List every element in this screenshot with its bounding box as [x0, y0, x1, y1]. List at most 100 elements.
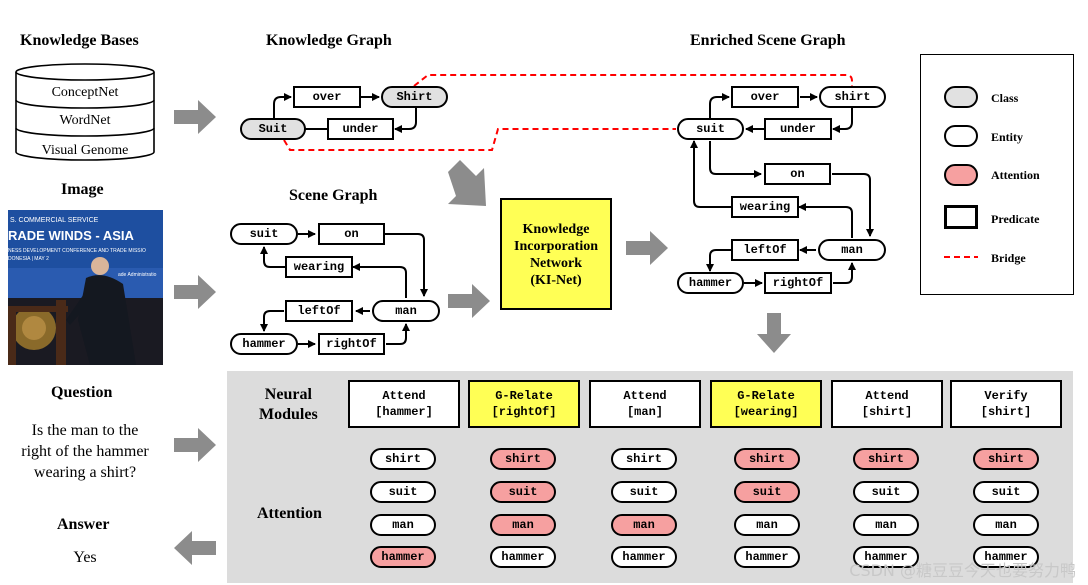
image-to-sg-arrow [174, 275, 216, 309]
attention-hammer-node: hammer [490, 546, 556, 568]
module-relate-box: G-Relate [rightOf] [468, 380, 580, 428]
sg-edges [260, 230, 428, 348]
knowledge-base-stack [15, 63, 155, 161]
esg-under-predicate: under [764, 118, 832, 140]
esg-man-node: man [818, 239, 886, 261]
module-name: G-Relate [737, 389, 795, 403]
attention-shirt-node: shirt [370, 448, 436, 470]
kinet-to-esg-arrow [626, 231, 668, 265]
module-name: Attend [865, 389, 909, 403]
esg-wearing-predicate: wearing [731, 196, 799, 218]
module-argument: [wearing] [733, 405, 799, 419]
neural-modules-line: Modules [259, 406, 318, 423]
esg-over-predicate: over [731, 86, 799, 108]
sg-wearing-predicate: wearing [285, 256, 353, 278]
esg-rightof-predicate: rightOf [764, 272, 832, 294]
attention-man-node: man [370, 514, 436, 536]
attention-shirt-node: shirt [853, 448, 919, 470]
neural-modules-line: Neural [264, 386, 312, 403]
attention-suit-node: suit [734, 481, 800, 503]
module-name: Attend [382, 389, 426, 403]
kb-wordnet: WordNet [59, 113, 111, 128]
attention-hammer-node: hammer [370, 546, 436, 568]
legend-predicate-swatch [944, 205, 978, 229]
question-line: wearing a shirt? [33, 464, 137, 481]
attention-shirt-node: shirt [973, 448, 1039, 470]
attention-heading: Attention [257, 505, 322, 522]
ki-net-box: Knowledge Incorporation Network (KI-Net) [500, 198, 612, 310]
sg-suit-node: suit [230, 223, 298, 245]
module-verify-box: Verify [shirt] [950, 380, 1062, 428]
sg-hammer-node: hammer [230, 333, 298, 355]
attention-hammer-node: hammer [611, 546, 677, 568]
module-attend-box: Attend [hammer] [348, 380, 460, 428]
knowledge-graph-heading: Knowledge Graph [266, 32, 392, 49]
watermark: CSDN @糖豆豆今天也要努力鸭 [849, 561, 1076, 580]
attention-hammer-node: hammer [734, 546, 800, 568]
image-heading: Image [61, 181, 104, 198]
question-to-panel-arrow [174, 428, 216, 462]
module-argument: [shirt] [980, 405, 1032, 419]
legend: Class Entity Attention Predicate Bridge [920, 54, 1074, 295]
banner-line5: ade Administratio [118, 272, 157, 278]
module-argument: [man] [626, 405, 663, 419]
attention-man-node: man [973, 514, 1039, 536]
kg-to-kinet-arrow [448, 160, 486, 206]
legend-class-label: Class [991, 91, 1019, 105]
esg-on-predicate: on [764, 163, 831, 185]
sg-rightof-predicate: rightOf [318, 333, 385, 355]
knowledge-bases-heading: Knowledge Bases [20, 32, 139, 49]
esg-leftof-predicate: leftOf [731, 239, 799, 261]
banner-line1: S. COMMERCIAL SERVICE [10, 217, 99, 224]
esg-to-panel-arrow [757, 313, 791, 353]
enriched-scene-graph-heading: Enriched Scene Graph [690, 32, 846, 49]
question-text: Is the man to the right of the hammer we… [5, 420, 165, 483]
module-name: G-Relate [495, 389, 553, 403]
question-line: Is the man to the [31, 422, 139, 439]
sg-on-predicate: on [318, 223, 385, 245]
attention-hammer-node: hammer [973, 546, 1039, 568]
esg-shirt-node: shirt [819, 86, 886, 108]
module-name: Attend [623, 389, 667, 403]
ki-net-line: (KI-Net) [530, 273, 582, 288]
legend-bridge-label: Bridge [991, 251, 1026, 265]
kg-shirt-node: Shirt [381, 86, 448, 108]
neural-modules-heading: Neural Modules [259, 385, 318, 425]
sg-to-kinet-arrow [448, 284, 490, 318]
ki-net-line: Incorporation [514, 239, 598, 254]
legend-bridge-swatch [944, 256, 978, 258]
bridge-line [283, 128, 676, 151]
module-argument: [shirt] [861, 405, 913, 419]
attention-man-node: man [490, 514, 556, 536]
legend-attention-swatch [944, 164, 978, 186]
attention-suit-node: suit [370, 481, 436, 503]
kb-visual-genome: Visual Genome [41, 143, 129, 158]
module-name: Verify [984, 389, 1028, 403]
kb-conceptnet: ConceptNet [51, 85, 119, 100]
legend-class-swatch [944, 86, 978, 108]
answer-heading: Answer [57, 516, 110, 533]
legend-entity-swatch [944, 125, 978, 147]
bridge-line [413, 74, 853, 87]
banner-line2: RADE WINDS - ASIA [8, 228, 135, 243]
module-argument: [rightOf] [491, 405, 557, 419]
ki-net-line: Knowledge [522, 222, 590, 237]
answer-text: Yes [73, 549, 97, 566]
legend-predicate-label: Predicate [991, 212, 1040, 226]
question-line: right of the hammer [21, 443, 149, 460]
kg-over-predicate: over [293, 86, 361, 108]
attention-suit-node: suit [611, 481, 677, 503]
sg-man-node: man [372, 300, 440, 322]
scene-graph-heading: Scene Graph [289, 187, 378, 204]
attention-shirt-node: shirt [490, 448, 556, 470]
attention-shirt-node: shirt [734, 448, 800, 470]
module-argument: [hammer] [375, 405, 433, 419]
legend-entity-label: Entity [991, 130, 1024, 144]
attention-suit-node: suit [490, 481, 556, 503]
esg-suit-node: suit [677, 118, 744, 140]
kb-to-kg-arrow [174, 100, 216, 134]
attention-man-node: man [734, 514, 800, 536]
attention-suit-node: suit [973, 481, 1039, 503]
scene-photo: S. COMMERCIAL SERVICE RADE WINDS - ASIA … [8, 210, 163, 365]
